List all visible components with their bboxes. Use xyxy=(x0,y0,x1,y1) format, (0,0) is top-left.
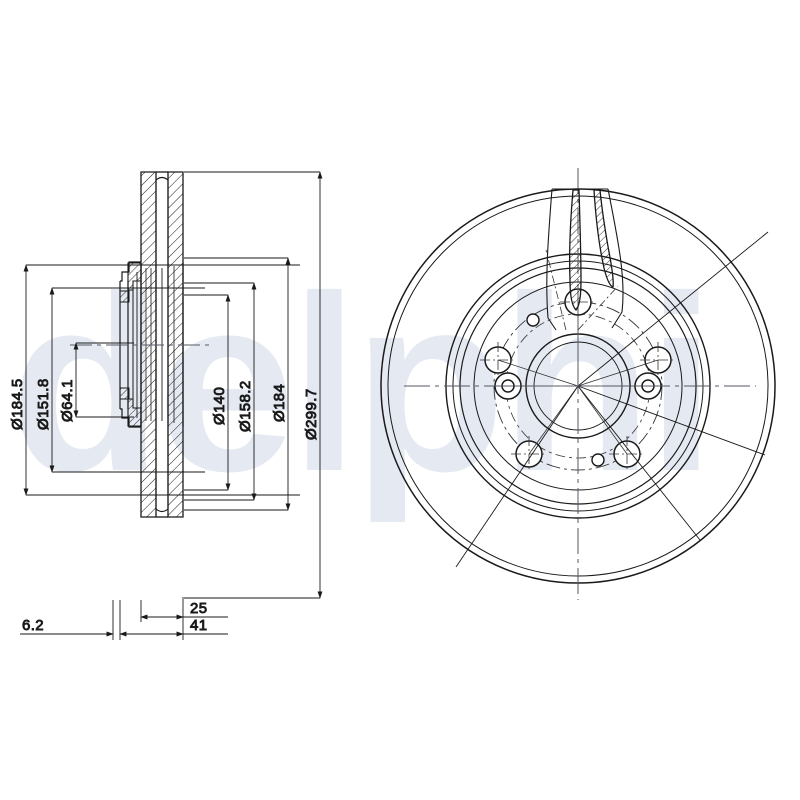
cooling-vane xyxy=(593,189,614,288)
vane-leader-line xyxy=(577,285,619,331)
dimension-158-2: Ø158.2 xyxy=(184,282,257,501)
horizontal-dimension-group: 25 41 6.2 xyxy=(20,597,228,640)
dim-label-41: 41 xyxy=(190,617,208,634)
dimension-184-5: Ø184.5 xyxy=(9,264,300,496)
pin-hole xyxy=(526,313,540,327)
dim-label-184-5: Ø184.5 xyxy=(9,378,26,430)
dimension-140: Ø140 xyxy=(184,294,231,491)
dimension-64-1: Ø64.1 xyxy=(59,342,134,422)
dimension-6-2: 6.2 xyxy=(20,600,114,640)
dim-label-299-7: Ø299.7 xyxy=(303,388,320,440)
dim-label-158-2: Ø158.2 xyxy=(237,380,254,432)
section-reference-lines xyxy=(455,231,769,568)
vertical-dimension-group: Ø184.5 Ø151.8 Ø64.1 Ø140 xyxy=(9,171,323,599)
dimension-184: Ø184 xyxy=(184,257,291,511)
pin-hole-group xyxy=(526,313,605,467)
dim-label-64-1: Ø64.1 xyxy=(59,379,76,422)
cross-section-view xyxy=(70,171,210,518)
vane-leader-line-2 xyxy=(545,249,567,331)
dim-label-25: 25 xyxy=(190,600,208,617)
dimension-299-7: Ø299.7 xyxy=(184,171,323,599)
dimension-25: 25 xyxy=(140,597,228,622)
cooling-vane xyxy=(568,189,582,311)
front-elevation-view xyxy=(380,168,776,600)
dim-label-151-8: Ø151.8 xyxy=(35,378,52,430)
dimension-151-8: Ø151.8 xyxy=(35,287,205,473)
dim-label-140: Ø140 xyxy=(211,387,228,425)
vane-cutaway-section xyxy=(546,188,624,331)
dim-label-184: Ø184 xyxy=(271,384,288,422)
dim-label-6-2: 6.2 xyxy=(22,617,44,634)
pin-hole xyxy=(591,453,605,467)
dimension-41: 41 xyxy=(119,600,228,640)
